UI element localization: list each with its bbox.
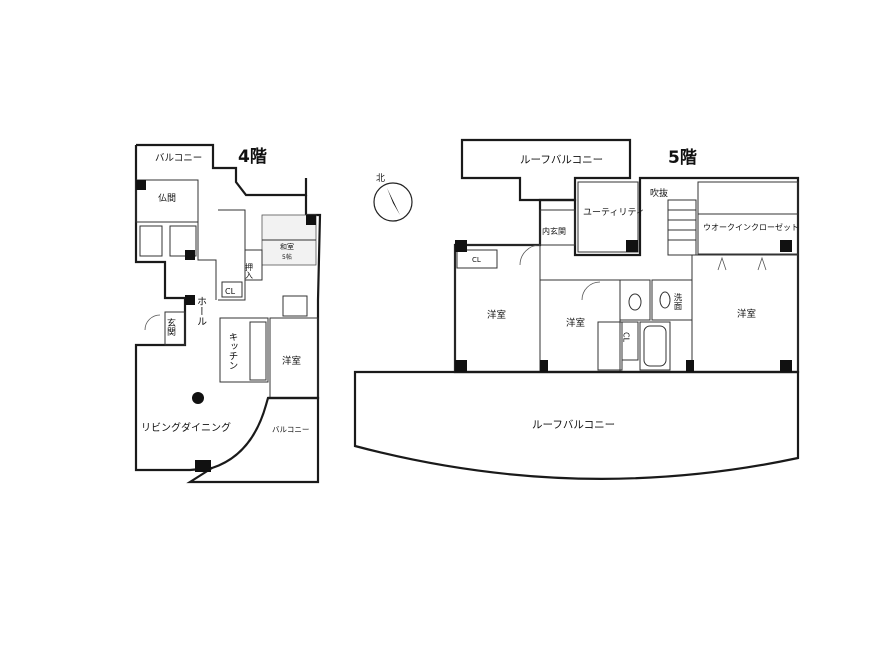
floor-4-plan: 4階 バルコニー 仏間 和室 5帖 押入 CL ホール 玄関 キッチン <box>134 143 322 484</box>
cl-4f-label: CL <box>225 287 236 296</box>
door-left-room <box>519 244 541 266</box>
roof-balcony-bottom-outline <box>353 370 800 480</box>
pillar <box>626 240 638 252</box>
walkin-label: ウオークインクローゼット <box>703 222 799 232</box>
bathtub-5f <box>643 325 667 367</box>
genkan-room <box>164 311 186 346</box>
door-mid-room <box>581 281 601 301</box>
compass-north-label: 北 <box>376 173 385 184</box>
cl-4f <box>221 281 243 298</box>
floor-5-plan: 5階 ルーフバルコニー 内玄関 ユーティリティ 吹抜 ウオークインクローゼット … <box>353 138 800 480</box>
pillar <box>185 295 195 305</box>
pillar <box>306 215 316 225</box>
utility-room <box>577 181 639 253</box>
balcony-4f-bottom-outline <box>186 396 320 484</box>
walkin-closet-room <box>697 181 799 255</box>
cl-5f-mid <box>621 321 639 361</box>
cl-5f-left <box>456 249 498 269</box>
roof-balcony-bottom-label: ルーフバルコニー <box>532 419 615 431</box>
washroom-4f <box>282 295 308 317</box>
utility-label: ユーティリティ <box>583 207 645 218</box>
kitchen-counter <box>249 321 267 381</box>
butsuma-label: 仏間 <box>158 193 176 204</box>
pillar <box>780 240 792 252</box>
oshiire-label: 押入 <box>245 262 254 279</box>
pillar <box>455 240 467 252</box>
compass: 北 <box>373 173 413 222</box>
hall-label: ホール <box>195 296 207 326</box>
hall-wall-left <box>197 180 217 300</box>
pillar <box>185 250 195 260</box>
stair-steps <box>668 209 696 241</box>
genkan-label: 玄関 <box>165 317 176 337</box>
yoshitsu-5f-mid-label: 洋室 <box>566 317 585 329</box>
pillar <box>540 360 548 372</box>
pillar <box>455 360 467 372</box>
balcony-4f-bottom-label: バルコニー <box>272 425 309 434</box>
naigenkan-room <box>539 209 576 246</box>
floor-4-title: 4階 <box>238 147 267 167</box>
living-label: リビングダイニング <box>141 421 231 434</box>
balcony-4f-top-label: バルコニー <box>155 153 202 164</box>
floor-5-title: 5階 <box>668 148 697 168</box>
bath-4f <box>139 225 163 257</box>
fukinuke-label: 吹抜 <box>650 187 668 199</box>
kitchen-room <box>219 317 269 383</box>
toilet-5f <box>619 279 651 321</box>
bath-5f <box>639 321 671 371</box>
roof-balcony-top-label: ルーフバルコニー <box>520 154 603 166</box>
stair-well <box>667 199 697 256</box>
pillar <box>686 360 694 372</box>
genkan-door <box>144 314 161 331</box>
oshiire-closet <box>244 249 263 281</box>
pillar <box>780 360 792 372</box>
balcony-4f-top-outline <box>136 143 308 197</box>
pillar <box>195 460 211 472</box>
yoshitsu-4f-label: 洋室 <box>282 355 301 367</box>
compass-arrow-icon <box>387 188 400 215</box>
senmen-label: 洗面 <box>672 292 682 311</box>
compass-circle <box>373 182 413 222</box>
toilet-4f <box>169 225 197 257</box>
senmen-basin <box>659 291 671 309</box>
cl-5f-left-label: CL <box>472 256 481 264</box>
closet-door-right <box>757 256 767 271</box>
washitsu-label: 和室 <box>280 242 294 251</box>
naigenkan-label: 内玄関 <box>542 226 566 236</box>
washitsu-size: 5帖 <box>282 253 292 261</box>
yoshitsu-5f-left-label: 洋室 <box>487 309 506 321</box>
toilet-5f-bowl <box>628 293 642 311</box>
cl-5f-mid-label: CL <box>622 332 631 343</box>
closet-door-left <box>717 256 727 271</box>
yoshitsu-5f-right-label: 洋室 <box>737 308 756 320</box>
pillar <box>136 180 146 190</box>
kitchenette-5f <box>597 321 623 371</box>
kitchen-label: キッチン <box>227 332 238 370</box>
roof-balcony-top-outline <box>460 138 632 202</box>
living-column <box>192 392 204 404</box>
